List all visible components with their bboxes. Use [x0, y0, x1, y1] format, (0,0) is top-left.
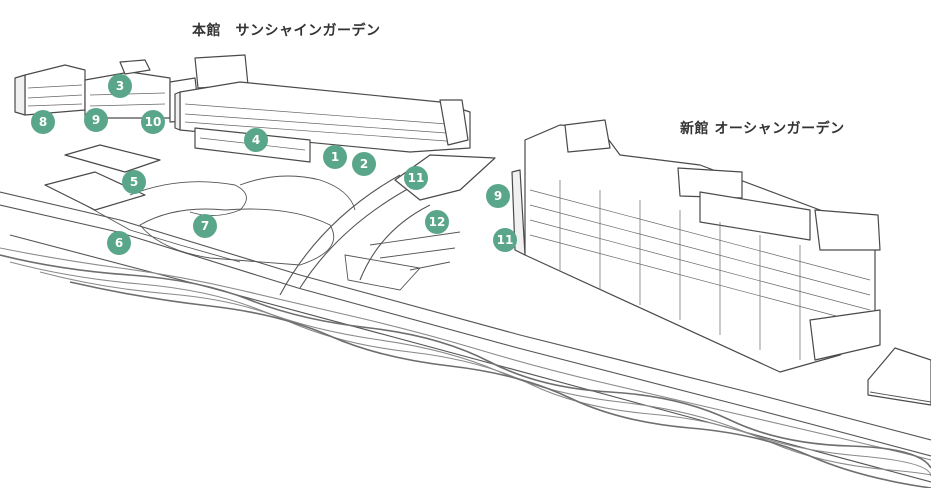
- marker-1[interactable]: 1: [323, 145, 347, 169]
- marker-9-main[interactable]: 9: [84, 108, 108, 132]
- marker-2[interactable]: 2: [352, 152, 376, 176]
- roads: [0, 174, 931, 483]
- marker-6[interactable]: 6: [107, 231, 131, 255]
- marker-11-new[interactable]: 11: [493, 228, 517, 252]
- main-building-long-block: [174, 54, 471, 163]
- marker-12[interactable]: 12: [425, 210, 449, 234]
- main-building-title: 本館 サンシャインガーデン: [192, 23, 381, 39]
- marker-10[interactable]: 10: [141, 110, 165, 134]
- marker-11-main[interactable]: 11: [404, 166, 428, 190]
- new-building-title: 新館 オーシャンガーデン: [680, 121, 845, 137]
- new-building: [511, 119, 881, 373]
- main-building-west-wing: [14, 59, 201, 123]
- marker-9-new[interactable]: 9: [486, 184, 510, 208]
- marker-8[interactable]: 8: [31, 110, 55, 134]
- shoreline: [0, 247, 931, 488]
- marker-5[interactable]: 5: [122, 170, 146, 194]
- small-house: [867, 347, 931, 406]
- marker-3[interactable]: 3: [108, 74, 132, 98]
- marker-4[interactable]: 4: [244, 128, 268, 152]
- marker-7[interactable]: 7: [193, 214, 217, 238]
